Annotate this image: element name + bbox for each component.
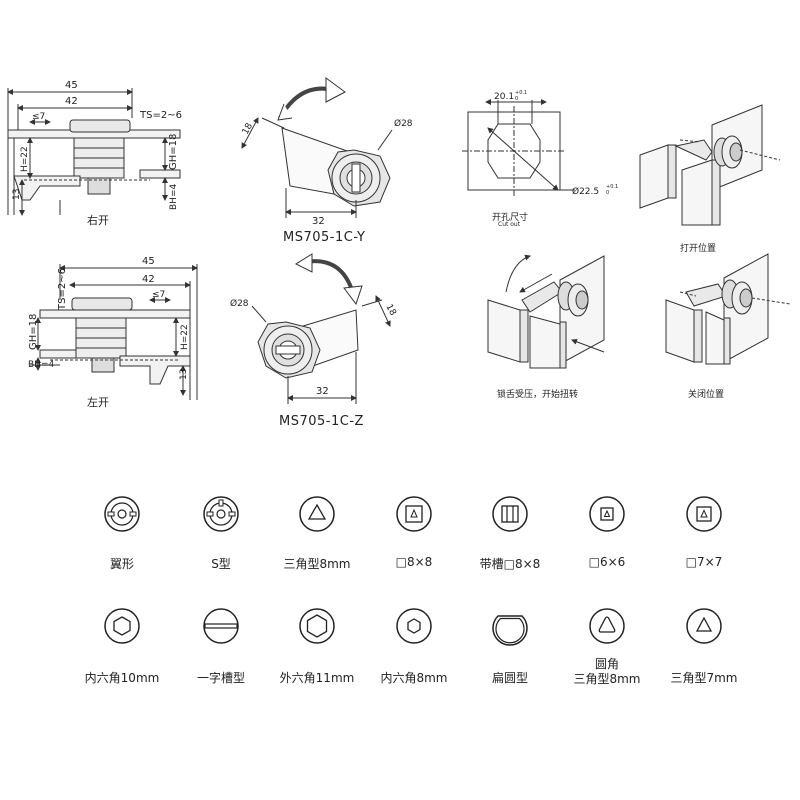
cutout-w-tol-dn: 0 [515,96,518,102]
key-label-line1: 圆角 [594,657,619,671]
cam-y-drawing [241,77,393,218]
bh4-label-b: BH=4 [28,360,54,370]
h22-label: H=22 [20,146,30,172]
dim-42-label-b: 42 [142,274,155,285]
square-7x7-key-icon [686,496,722,532]
slotted-square-8x8-key-icon [492,496,528,532]
dim-45-label: 45 [65,80,78,91]
key-label: 三角型7mm [670,671,738,685]
key-label: 扁圆型 [491,671,528,685]
cutout-d-tol-dn: 0 [606,190,609,196]
right-open-caption: 右开 [87,214,109,227]
left-open-section-drawing [30,264,198,400]
cutout-caption-cn: 开孔尺寸 [492,213,529,223]
cutout-d-label: Ø22.5 [572,186,599,197]
key-label: S型 [211,557,231,571]
dim-45-label-b: 45 [142,256,155,267]
rounded-triangle-8mm-key-icon [589,608,625,644]
key-label: 外六角11mm [279,671,355,685]
key-label: 三角型8mm [283,557,351,571]
cutout-w-label: 20.1 [494,92,514,102]
left-open-caption: 左开 [87,396,109,409]
cam-y-d28-label: Ø28 [394,118,413,129]
cam-y-32-label: 32 [312,216,325,227]
straight-slot-key-icon [203,608,239,644]
cam-z-model: MS705-1C-Z [279,414,364,429]
outer-hex-11mm-key-icon [299,608,335,644]
cutout-w-tol-up: +0.1 [515,90,527,96]
right-open-section-drawing [7,88,181,216]
ts-label-b: TS=2~6 [57,268,68,311]
cam-y-18-label: 18 [241,121,255,136]
triangle-7mm-key-icon [686,608,722,644]
gh18-label-b: GH=18 [28,314,39,350]
s-type-key-icon [203,496,239,532]
open-position-caption: 打开位置 [680,244,717,254]
wing-key-icon [104,496,140,532]
dim-le7-label-b: ≤7 [152,290,165,300]
pressed-position-drawing [487,254,605,369]
h22-label-b: H=22 [180,324,190,350]
key-label-line2: 三角型8mm [573,672,641,686]
cutout-drawing [462,99,575,196]
cam-z-drawing [251,253,391,404]
key-label: □6×6 [588,555,626,569]
key-label: 内六角10mm [84,671,160,685]
key-label: □7×7 [685,555,723,569]
key-label: 带槽□8×8 [479,557,541,571]
cam-z-32-label: 32 [316,386,329,397]
open-position-drawing [639,104,781,226]
ts-label: TS=2~6 [139,110,182,121]
cam-z-d28-label: Ø28 [230,298,249,309]
key-label: 内六角8mm [380,671,448,685]
closed-position-caption: 关闭位置 [688,390,725,400]
key-label: □8×8 [395,555,433,569]
closed-position-drawing [665,253,791,365]
inner-hex-8mm-key-icon [396,608,432,644]
square-8x8-key-icon [396,496,432,532]
key-label: 翼形 [109,557,134,571]
cutout-caption-en: Cut out [498,221,521,228]
dim-13-label-b: 13 [179,369,189,380]
inner-hex-10mm-key-icon [104,608,140,644]
bh4-label: BH=4 [169,184,179,210]
press-position-caption: 锁舌受压，开始扭转 [497,390,579,400]
cam-z-18-label: 18 [383,303,397,318]
flat-round-key-icon [492,615,528,646]
key-label: 一字槽型 [196,671,245,685]
dim-42-label: 42 [65,96,78,107]
gh18-label: GH=18 [168,134,179,170]
square-6x6-key-icon [589,496,625,532]
dim-13-label: 13 [12,189,22,200]
cutout-d-tol-up: +0.1 [606,184,618,190]
dim-le7-label: ≤7 [32,112,45,122]
triangle-8mm-key-icon [299,496,335,532]
cam-y-model: MS705-1C-Y [283,230,366,245]
